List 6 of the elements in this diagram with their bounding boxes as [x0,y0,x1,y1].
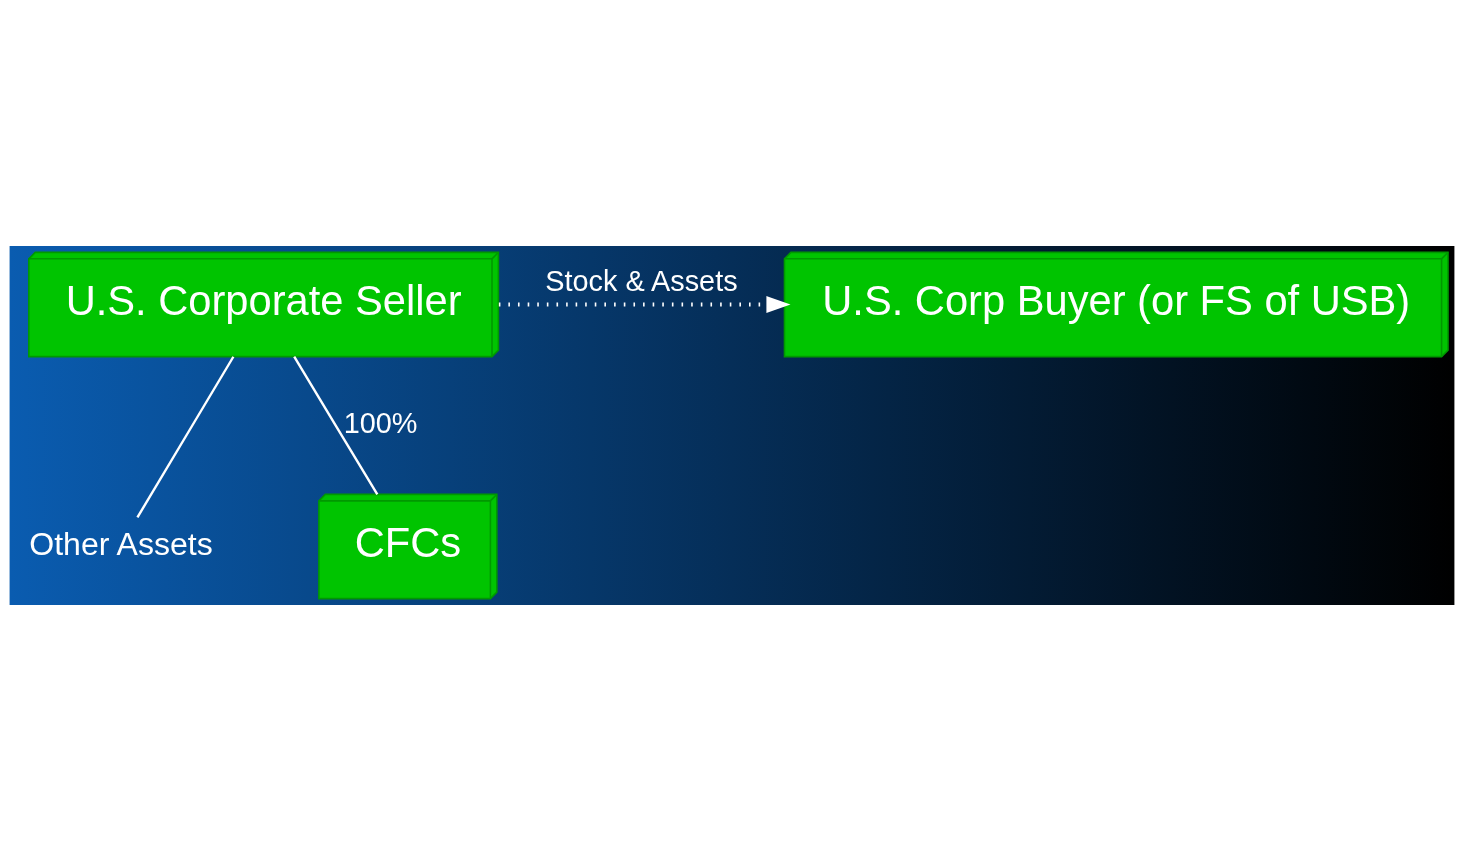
node-text: Other Assets [29,525,213,562]
arrow [498,296,791,313]
connector [136,356,235,518]
edge-label: 100% [343,406,418,439]
connector [293,356,379,495]
edge-label: Stock & Assets [545,264,738,297]
